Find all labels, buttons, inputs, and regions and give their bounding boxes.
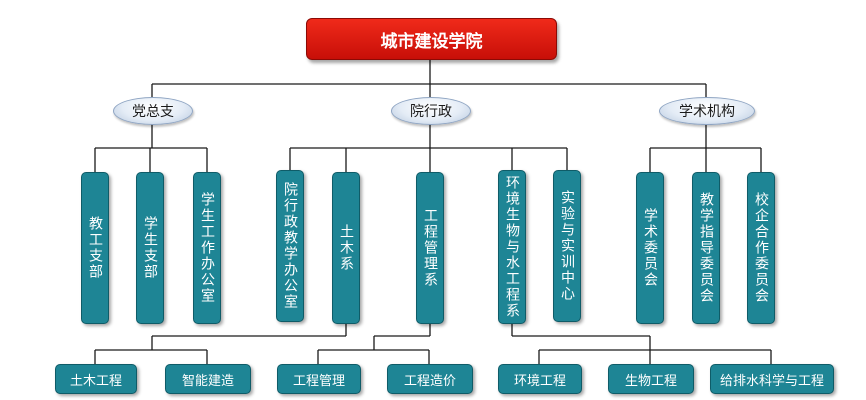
major-water-supply-drainage: 给排水科学与工程 xyxy=(710,364,834,394)
major-environmental-engineering: 环境工程 xyxy=(498,364,582,394)
major-engineering-management: 工程管理 xyxy=(277,364,361,394)
group-party-branch: 党总支 xyxy=(113,97,193,125)
unit-civil-engineering-dept: 土木系 xyxy=(332,172,360,324)
unit-faculty-branch: 教工支部 xyxy=(81,172,109,324)
group-administration: 院行政 xyxy=(391,97,471,125)
unit-environment-biology-water-dept: 环境生物与水工程系 xyxy=(498,170,526,324)
unit-academic-committee: 学术委员会 xyxy=(636,172,664,324)
unit-industry-cooperation-committee: 校企合作委员会 xyxy=(747,172,775,324)
group-academic-bodies: 学术机构 xyxy=(659,97,755,125)
unit-lab-training-center: 实验与实训中心 xyxy=(553,170,581,322)
unit-student-branch: 学生支部 xyxy=(136,172,164,324)
unit-admin-teaching-office: 院行政教学办公室 xyxy=(276,170,304,322)
major-engineering-cost: 工程造价 xyxy=(387,364,473,394)
unit-engineering-management-dept: 工程管理系 xyxy=(416,172,444,324)
root-node: 城市建设学院 xyxy=(306,18,557,60)
major-bioengineering: 生物工程 xyxy=(608,364,694,394)
major-civil-engineering: 土木工程 xyxy=(55,364,137,394)
unit-teaching-guidance-committee: 教学指导委员会 xyxy=(692,172,720,324)
major-intelligent-construction: 智能建造 xyxy=(165,364,251,394)
unit-student-affairs-office: 学生工作办公室 xyxy=(193,172,221,324)
